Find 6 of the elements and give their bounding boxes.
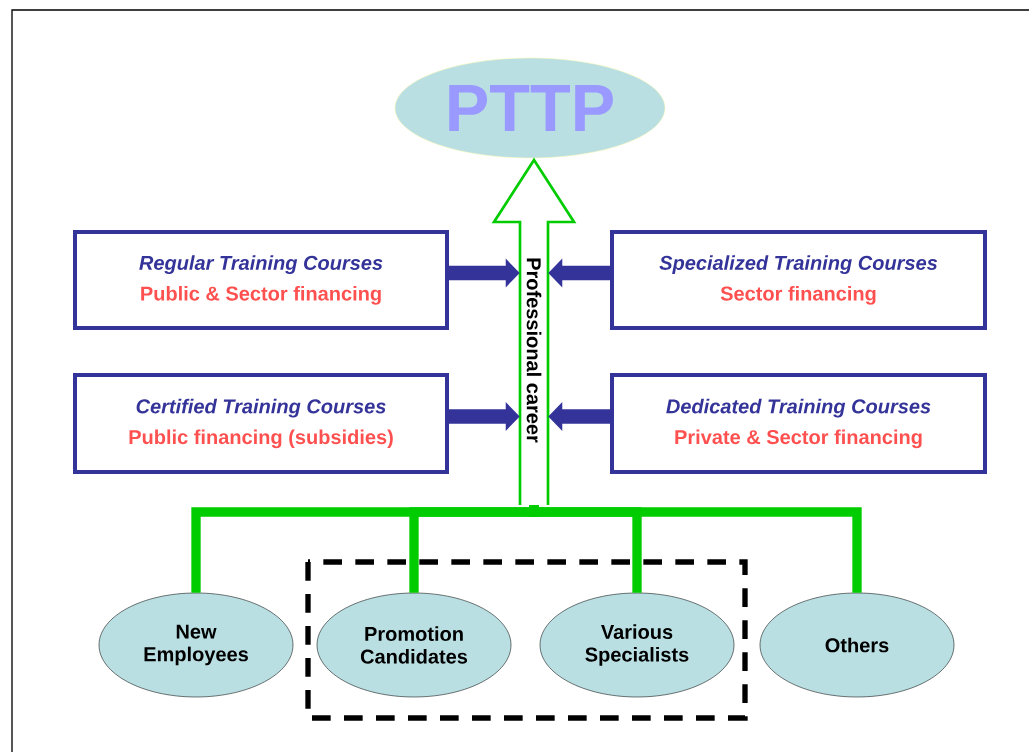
connector-line [529,505,862,593]
dashed-group-box [305,559,748,721]
course-box: Regular Training Courses Public & Sector financing [73,230,449,330]
course-box: Dedicated Training Courses Private & Sector financing [610,373,987,474]
course-box: Specialized Training Courses Sector financing [610,230,987,330]
course-box: Certified Training Courses Public financing (subsidies) [73,373,449,474]
